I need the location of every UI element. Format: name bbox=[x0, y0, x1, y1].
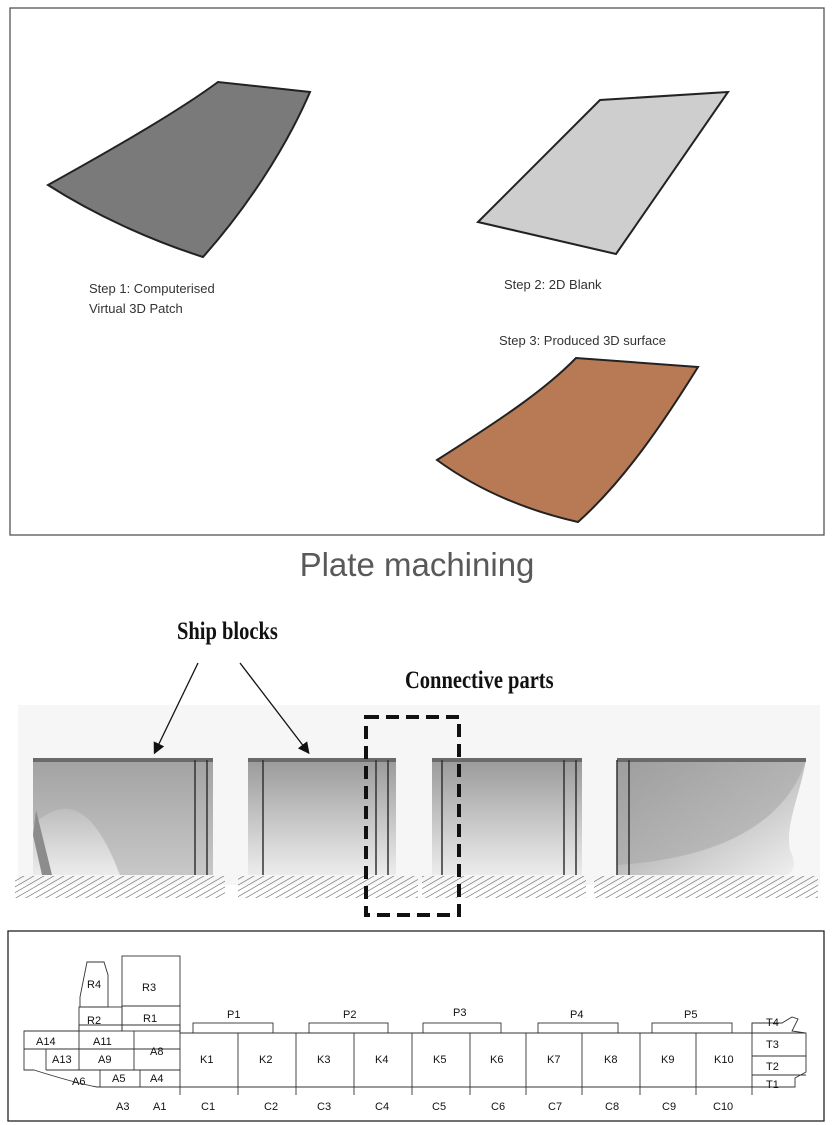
label-P5: P5 bbox=[684, 1009, 697, 1021]
step3-caption: Step 3: Produced 3D surface bbox=[499, 333, 666, 348]
cell-A6: A6 bbox=[72, 1076, 85, 1088]
cell-R2: R2 bbox=[87, 1015, 101, 1027]
label-C6: C6 bbox=[491, 1101, 505, 1113]
cell-K4: K4 bbox=[375, 1054, 388, 1066]
blank-2d-shape bbox=[476, 90, 730, 256]
cell-R3: R3 bbox=[142, 982, 156, 994]
cell-K7: K7 bbox=[547, 1054, 560, 1066]
label-C5: C5 bbox=[432, 1101, 446, 1113]
ground-hatch-3 bbox=[422, 876, 586, 898]
ship-block-mid-1 bbox=[248, 758, 396, 875]
label-C1: C1 bbox=[201, 1101, 215, 1113]
cell-T3: T3 bbox=[766, 1039, 779, 1051]
connective-parts-box bbox=[364, 715, 461, 917]
cell-K3: K3 bbox=[317, 1054, 330, 1066]
cell-K5: K5 bbox=[433, 1054, 446, 1066]
cell-T1: T1 bbox=[766, 1079, 779, 1091]
label-C8: C8 bbox=[605, 1101, 619, 1113]
label-C3: C3 bbox=[317, 1101, 331, 1113]
cell-K9: K9 bbox=[661, 1054, 674, 1066]
block-division-panel: R4 R3 R2 R1 A14 A11 A8 A13 A9 A6 A5 A4 A… bbox=[7, 930, 825, 1122]
ship-block-stern bbox=[33, 758, 213, 875]
label-C10: C10 bbox=[713, 1101, 733, 1113]
label-C9: C9 bbox=[662, 1101, 676, 1113]
cell-A14: A14 bbox=[36, 1036, 56, 1048]
ground-hatch-2 bbox=[238, 876, 418, 898]
label-C2: C2 bbox=[264, 1101, 278, 1113]
ground-hatch-4 bbox=[594, 876, 818, 898]
cell-K2: K2 bbox=[259, 1054, 272, 1066]
label-C4: C4 bbox=[375, 1101, 389, 1113]
cell-A13: A13 bbox=[52, 1054, 72, 1066]
produced-3d-surface-shape bbox=[435, 356, 700, 524]
cell-A1: A1 bbox=[153, 1101, 166, 1113]
label-P2: P2 bbox=[343, 1009, 356, 1021]
step1-caption: Step 1: Computerised Virtual 3D Patch bbox=[89, 279, 215, 319]
cell-K10: K10 bbox=[714, 1054, 734, 1066]
plate-machining-panel bbox=[9, 7, 825, 536]
ship-blocks-arrow-2 bbox=[239, 662, 310, 755]
label-P4: P4 bbox=[570, 1009, 583, 1021]
step1-line2: Virtual 3D Patch bbox=[89, 301, 183, 316]
step2-caption: Step 2: 2D Blank bbox=[504, 277, 602, 292]
label-P1: P1 bbox=[227, 1009, 240, 1021]
cell-R1: R1 bbox=[143, 1013, 157, 1025]
step1-line1: Step 1: Computerised bbox=[89, 281, 215, 296]
cell-A8: A8 bbox=[150, 1046, 163, 1058]
ship-block-mid-2 bbox=[432, 758, 582, 875]
ship-blocks-arrow-1 bbox=[153, 662, 199, 755]
cell-R4: R4 bbox=[87, 979, 101, 991]
cell-K6: K6 bbox=[490, 1054, 503, 1066]
cell-A9: A9 bbox=[98, 1054, 111, 1066]
cell-K1: K1 bbox=[200, 1054, 213, 1066]
ship-blocks-panel bbox=[15, 662, 820, 917]
cell-T4: T4 bbox=[766, 1017, 779, 1029]
panel-frame bbox=[9, 7, 825, 536]
connective-parts-label: Connective parts bbox=[405, 667, 554, 694]
cell-A4: A4 bbox=[150, 1073, 163, 1085]
plate-machining-caption: Plate machining bbox=[299, 546, 535, 583]
ship-blocks-label: Ship blocks bbox=[177, 618, 278, 645]
cell-T2: T2 bbox=[766, 1061, 779, 1073]
virtual-3d-patch-shape bbox=[46, 80, 312, 259]
cell-K8: K8 bbox=[604, 1054, 617, 1066]
label-C7: C7 bbox=[548, 1101, 562, 1113]
cell-A5: A5 bbox=[112, 1073, 125, 1085]
panel-frame bbox=[7, 930, 825, 1122]
cell-A11: A11 bbox=[93, 1036, 112, 1048]
ship-block-bow bbox=[616, 758, 806, 875]
ground-hatch-1 bbox=[15, 876, 225, 898]
cell-A3: A3 bbox=[116, 1101, 129, 1113]
label-P3: P3 bbox=[453, 1007, 466, 1019]
